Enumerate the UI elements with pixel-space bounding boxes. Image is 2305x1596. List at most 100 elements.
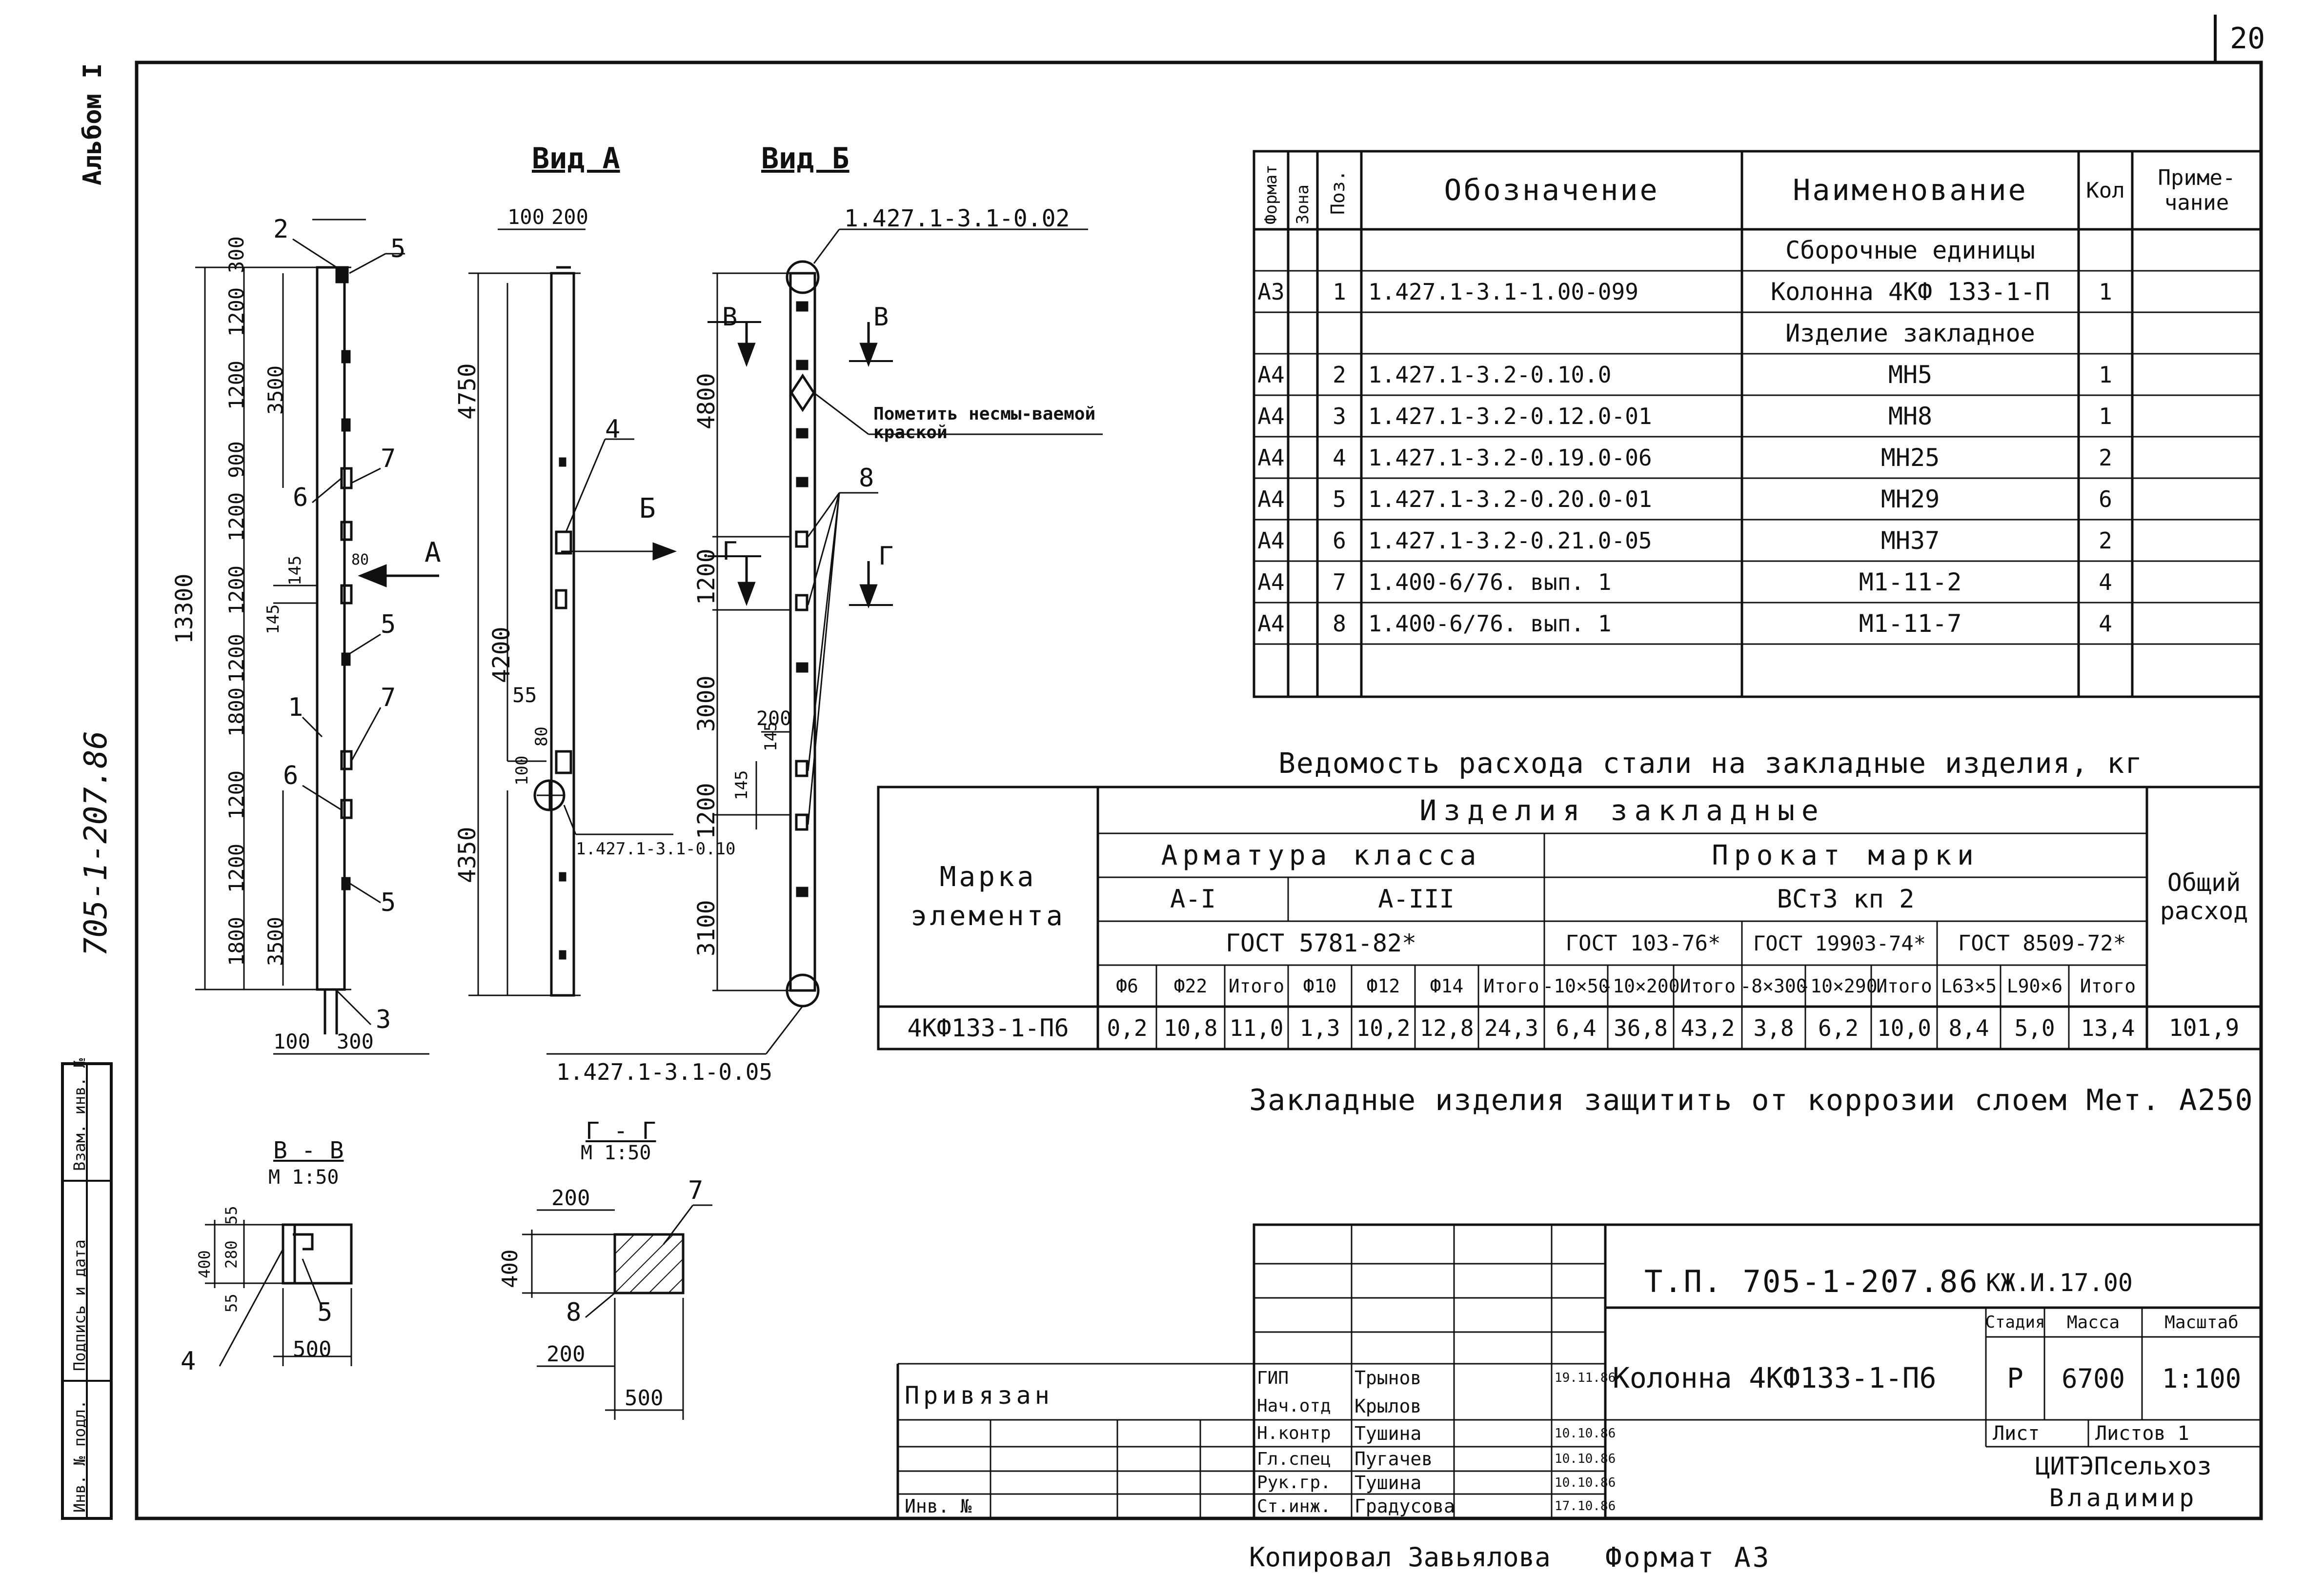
stamp-org1: ЦИТЭПсельхоз [2035,1452,2212,1480]
dim-text: 3000 [693,675,720,732]
stamp-scale: 1:100 [2162,1363,2242,1394]
spec-cell [2132,312,2261,354]
steel-gost2: ГОСТ 103-76* [1565,930,1721,956]
corrosion-note: Закладные изделия защитить от коррозии с… [1249,1083,2254,1117]
spec-cell: 1.427.1-3.2-0.21.0-05 [1368,527,1652,554]
spec-cell [1361,229,1742,271]
callout: 5 [381,610,396,639]
dim-text: 300 [224,236,248,273]
dim-text: 300 [337,1030,374,1053]
spec-cell [2132,644,2261,686]
spec-cell [2132,354,2261,395]
spec-header-pos: Поз. [1327,170,1349,215]
stamp-date: 10.10.86 [1555,1475,1616,1490]
steel-value: 5,0 [2014,1014,2055,1041]
steel-subhead: Итого [1228,975,1285,997]
steel-vst-header: ВСт3 кп 2 [1777,885,1915,914]
footer-copied: Копировал Завьялова [1249,1542,1551,1573]
steel-gost3: ГОСТ 19903-74* [1753,931,1926,955]
spec-cell: А4 [1257,444,1285,471]
spec-cell [1317,312,1361,354]
spec-cell [1288,478,1317,520]
steel-subhead: -8×300 [1740,975,1807,997]
spec-cell [2132,478,2261,520]
spec-cell: 2 [1333,361,1346,388]
dim-text: 55 [222,1206,241,1225]
title-block-grid [896,1223,2263,1520]
marking-note: Пометить несмы-ваемой краской [873,404,1096,443]
stamp-name: Трынов [1355,1367,1422,1389]
view-a-title: Вид А [532,141,620,176]
spec-cell: 4 [2099,610,2112,637]
steel-subhead: Ф22 [1173,975,1208,997]
footer-format: Формат А3 [1605,1542,1771,1574]
steel-value: 11,0 [1229,1014,1284,1041]
spec-cell [2132,395,2261,437]
dim-text: 500 [625,1386,664,1411]
replacing-inv-label: Взам. инв. № [70,1058,89,1171]
dim-text: 4800 [693,373,720,429]
spec-cell [1288,520,1317,561]
album-label: Альбом I [78,63,107,185]
stamp-role: Ст.инж. [1257,1496,1331,1516]
callout: 5 [390,234,406,263]
dim-text: 500 [293,1337,332,1362]
stamp-org2: Владимир [2049,1484,2198,1512]
callout: 5 [317,1298,333,1327]
dim-text: 55 [512,683,537,707]
steel-subhead: Ф6 [1116,975,1138,997]
steel-value: 10,8 [1163,1014,1218,1041]
dim-text: 400 [498,1249,523,1288]
spec-cell [1288,561,1317,603]
spec-cell: 2 [2099,527,2112,554]
spec-cell [2132,603,2261,644]
steel-subhead: L63×5 [1941,975,1997,997]
steel-a1-header: А-I [1170,885,1216,914]
dim-text: 3100 [693,900,720,956]
steel-products-header: Изделия закладные [1419,793,1825,827]
spec-cell: 1.427.1-3.2-0.12.0-01 [1368,403,1652,429]
dim-text: 1800 [224,916,248,966]
spec-cell: 3 [1333,403,1346,429]
spec-cell [2132,561,2261,603]
dim-text: 4750 [454,363,481,420]
dim-text: 100 [507,205,545,229]
spec-cell [1288,395,1317,437]
callout: 7 [688,1176,704,1205]
stamp-code: Т.П. 705-1-207.86 [1644,1264,1979,1299]
steel-value: 10,0 [1877,1014,1931,1041]
spec-header-qty: Кол [2086,178,2125,203]
steel-value: 13,4 [2081,1014,2135,1041]
dim-text: 1800 [224,687,248,737]
dim-text: 1200 [224,287,248,337]
dim-text: 13300 [171,573,198,645]
reference-mid: 1.427.1-3.1-0.10 [576,839,736,859]
dim-text: 80 [351,551,369,568]
dim-text: 4200 [488,626,515,683]
steel-value: 8,4 [1948,1014,1989,1041]
cut-g-right: Г [878,542,894,571]
side-document-code: 705-1-207.86 [78,730,114,956]
dim-text: 200 [551,1186,590,1211]
stamp-sheet-header: Лист [1993,1422,2040,1445]
dim-text: 1200 [693,548,720,605]
steel-value: 0,2 [1107,1014,1148,1041]
spec-cell: 1 [2099,278,2112,305]
stamp-date [1552,1392,1605,1420]
dim-text: 1200 [224,633,248,683]
steel-subhead: -10×200 [1601,975,1680,997]
steel-subhead: Ф12 [1366,975,1400,997]
spec-cell: МН25 [1880,443,1940,472]
callout: 8 [859,464,874,493]
steel-table-title: Ведомость расхода стали на закладные изд… [1278,747,2143,780]
spec-cell: А4 [1257,403,1285,429]
steel-row-mark: 4КФ133-1-П6 [907,1013,1069,1042]
spec-cell: А4 [1257,527,1285,554]
steel-subhead: Итого [1483,975,1539,997]
section-vv-scale: М 1:50 [268,1166,339,1189]
spec-cell [2132,437,2261,478]
spec-cell: 1 [1333,278,1346,305]
spec-cell [2079,312,2132,354]
spec-cell [1317,229,1361,271]
